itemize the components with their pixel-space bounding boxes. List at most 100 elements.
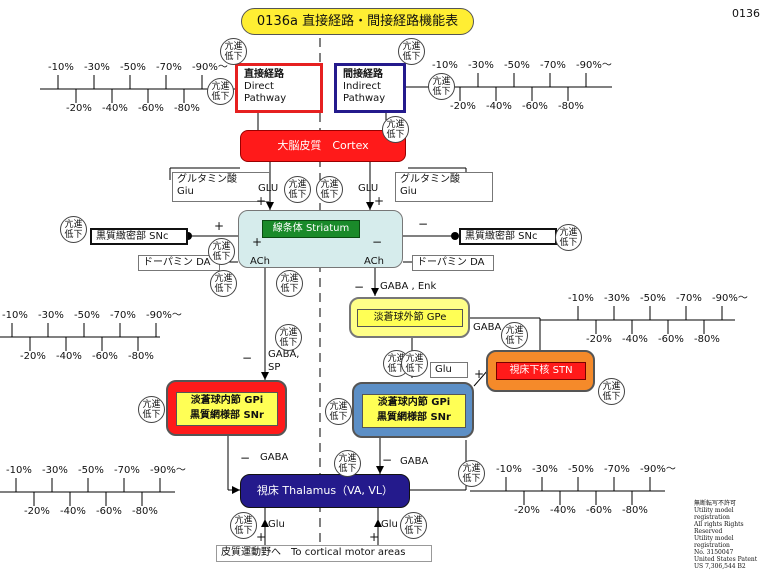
up-down-badge: 亢進低下: [207, 78, 234, 105]
glu-out-right: Glu: [381, 519, 398, 530]
scale-label-bottom: -80%: [622, 505, 648, 516]
scale-label-bottom: -40%: [102, 103, 128, 114]
gpi-direct-l1: 淡蒼球内節 GPi: [190, 395, 264, 406]
direct-pathway-label-en2: Pathway: [244, 93, 287, 104]
scale-label-bottom: -60%: [92, 351, 118, 362]
ach-right: ACh: [364, 256, 384, 267]
scale-label-top: -90%〜: [640, 464, 676, 475]
snc-box-left: 黒質緻密部 SNc: [90, 228, 188, 245]
dopamine-box-right: ドーパミン DA: [412, 255, 494, 271]
glutamate-box-left: グルタミン酸 Giu: [172, 172, 270, 202]
badge-up-text: 亢進: [64, 220, 83, 230]
indirect-pathway-label-jp: 間接経路: [343, 69, 383, 80]
direct-pathway-label-jp: 直接経路: [244, 69, 284, 80]
badge-up-text: 亢進: [212, 242, 231, 252]
up-down-badge: 亢進低下: [220, 38, 247, 65]
badge-up-text: 亢進: [288, 180, 307, 190]
scale-label-top: -30%: [468, 60, 494, 71]
up-down-badge: 亢進低下: [555, 224, 582, 251]
gpi-indirect-l2: 黒質網様部 SNr: [377, 412, 451, 423]
badge-up-text: 亢進: [279, 328, 298, 338]
gpi-indirect-label: 淡蒼球内節 GPi 黒質網様部 SNr: [362, 394, 466, 428]
scale-label-top: -90%〜: [146, 310, 182, 321]
scale-label-bottom: -40%: [622, 334, 648, 345]
scale-label-top: -90%〜: [150, 465, 186, 476]
badge-down-text: 低下: [432, 87, 451, 97]
scale-label-bottom: -80%: [128, 351, 154, 362]
gpe-label: 淡蒼球外節 GPe: [357, 309, 463, 327]
badge-down-text: 低下: [462, 474, 481, 484]
badge-down-text: 低下: [404, 526, 423, 536]
up-down-badge: 亢進低下: [382, 116, 409, 143]
badge-up-text: 亢進: [211, 82, 230, 92]
minus-gpe-input: −: [354, 280, 365, 294]
up-down-badge: 亢進低下: [325, 398, 352, 425]
badge-up-text: 亢進: [462, 464, 481, 474]
badge-down-text: 低下: [386, 130, 405, 140]
badge-down-text: 低下: [505, 336, 524, 346]
minus-indirect-thal: −: [382, 453, 393, 467]
up-down-badge: 亢進低下: [598, 378, 625, 405]
badge-down-text: 低下: [214, 284, 233, 294]
badge-up-text: 亢進: [405, 354, 424, 364]
scale-label-bottom: -20%: [450, 101, 476, 112]
badge-up-text: 亢進: [338, 454, 357, 464]
plus-out-left: +: [256, 530, 267, 544]
ach-left: ACh: [250, 256, 270, 267]
scale-label-top: -10%: [568, 293, 594, 304]
glu-stn-box: Glu: [430, 362, 468, 378]
badge-down-text: 低下: [211, 92, 230, 102]
scale-label-top: -50%: [640, 293, 666, 304]
rights-l6: United States Patent: [694, 556, 758, 563]
rights-l5: No. 3150047: [694, 549, 734, 556]
plus-cortex-right: +: [374, 194, 385, 208]
up-down-badge: 亢進低下: [400, 512, 427, 539]
badge-up-text: 亢進: [224, 42, 243, 52]
scale-label-top: -10%: [48, 62, 74, 73]
striatum-label: 線条体 Striatum: [262, 220, 360, 238]
badge-down-text: 低下: [402, 52, 421, 62]
plus-cortex-left: +: [256, 194, 267, 208]
cortex-node: 大脳皮質 Cortex: [240, 130, 406, 162]
scale-label-bottom: -20%: [20, 351, 46, 362]
scale-label-bottom: -60%: [138, 103, 164, 114]
indirect-pathway-label-en: Indirect: [343, 81, 381, 92]
badge-up-text: 亢進: [402, 42, 421, 52]
gaba-direct-thal: GABA: [260, 452, 289, 463]
rights-l2: Utility model registration: [694, 507, 734, 521]
gpi-direct-label: 淡蒼球内節 GPi 黒質網様部 SNr: [176, 392, 278, 426]
glutamate-left-en: Giu: [177, 186, 194, 197]
up-down-badge: 亢進低下: [276, 270, 303, 297]
badge-up-text: 亢進: [280, 274, 299, 284]
badge-down-text: 低下: [405, 364, 424, 374]
scale-label-bottom: -40%: [550, 505, 576, 516]
minus-striatum-inner: −: [372, 235, 383, 249]
up-down-badge: 亢進低下: [398, 38, 425, 65]
badge-down-text: 低下: [64, 230, 83, 240]
badge-down-text: 低下: [320, 190, 339, 200]
glutamate-box-right: グルタミン酸 Giu: [395, 172, 493, 202]
badge-up-text: 亢進: [214, 274, 233, 284]
scale-label-top: -90%〜: [192, 62, 228, 73]
badge-down-text: 低下: [559, 238, 578, 248]
scale-label-top: -70%: [604, 464, 630, 475]
up-down-badge: 亢進低下: [275, 324, 302, 351]
thalamus-node: 視床 Thalamus（VA, VL）: [240, 474, 410, 508]
plus-snc-left: +: [214, 219, 225, 233]
badge-down-text: 低下: [387, 364, 406, 374]
up-down-badge: 亢進低下: [334, 450, 361, 477]
stn-label: 視床下核 STN: [496, 362, 586, 380]
scale-label-top: -50%: [78, 465, 104, 476]
badge-up-text: 亢進: [505, 326, 524, 336]
striatum-node: [238, 210, 403, 268]
minus-snc-right: −: [418, 217, 429, 231]
scale-label-bottom: -80%: [132, 506, 158, 517]
scale-label-top: -70%: [114, 465, 140, 476]
scale-label-top: -70%: [110, 310, 136, 321]
rights-l4: Utility model registration: [694, 535, 734, 549]
badge-down-text: 低下: [212, 252, 231, 262]
up-down-badge: 亢進低下: [428, 73, 455, 100]
scale-label-bottom: -20%: [514, 505, 540, 516]
scale-label-top: -10%: [496, 464, 522, 475]
rights-l3: All rights Rights Reserved: [694, 521, 744, 535]
